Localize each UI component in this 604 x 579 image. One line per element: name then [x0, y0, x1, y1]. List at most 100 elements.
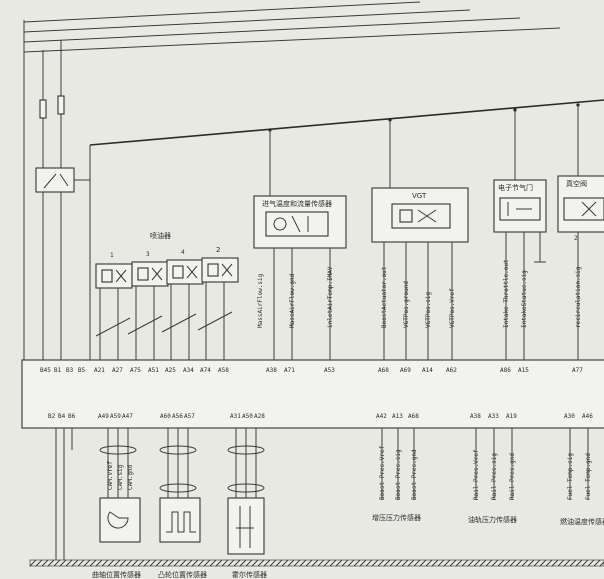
top-signal-labels: MassAirFlow.sig MassAirFlow.gnd inletAirTe…: [257, 259, 582, 328]
top-pin-label: A21: [94, 367, 105, 374]
injector-3: 3: [131, 251, 169, 287]
bottom-pin-label: B6: [68, 413, 76, 420]
top-signal-label: recirculation.sig: [575, 266, 582, 328]
bottom-pin-label: A46: [582, 413, 593, 420]
bottom-pin-label: A42: [376, 413, 387, 420]
hall-sensor: [227, 497, 265, 555]
top-pin-label: A38: [266, 367, 277, 374]
throttle-label: 电子节气门: [498, 183, 533, 192]
top-signal-label: VGTPos.ground: [403, 281, 410, 328]
top-signal-label: VGTPos.Vref: [449, 288, 456, 328]
top-pin-label: A27: [112, 367, 123, 374]
top-pin-label: B1: [54, 367, 62, 374]
cam-position-sensor: [159, 497, 201, 543]
ground-strip: [29, 559, 604, 567]
bottom-signal-label: CAM.gnd: [127, 464, 134, 490]
top-pin-label: A62: [446, 367, 457, 374]
top-pin-label: B3: [66, 367, 74, 374]
supply-bus: [89, 99, 604, 146]
bottom-signal-label: CAM.Vref: [107, 461, 114, 490]
power-rail-1: [23, 1, 421, 23]
top-pin-label: A34: [183, 367, 194, 374]
injector-wires: [95, 282, 233, 360]
top-pin-label: A51: [148, 367, 159, 374]
power-rail-3: [23, 17, 521, 43]
maf-sensor: 进气温度和流量传感器: [253, 195, 347, 360]
top-pin-label: A69: [400, 367, 411, 374]
bottom-pin-label: A60: [160, 413, 171, 420]
injector-4: 4: [166, 249, 204, 285]
bottom-pin-label: A13: [392, 413, 403, 420]
top-signal-label: VGTPos.sig: [425, 291, 432, 328]
top-signal-label: MassAirFlow.sig: [257, 273, 264, 328]
bottom-pin-label: A50: [242, 413, 253, 420]
fuel-temp-sensor-label: 燃油温度传感器: [560, 517, 604, 526]
electronic-throttle: 电子节气门: [493, 179, 547, 360]
shield-cam: [159, 445, 197, 455]
injector-1-number: 1: [110, 252, 114, 259]
bottom-pin-label: A56: [172, 413, 183, 420]
egr-valve-label: 真空阀: [566, 179, 587, 188]
main-relay: [35, 167, 75, 193]
power-rail-2: [23, 9, 471, 33]
power-rail-4: [23, 27, 561, 53]
shield-hall: [227, 445, 265, 455]
bottom-pin-label: B2: [48, 413, 56, 420]
top-pin-label: A71: [284, 367, 295, 374]
bottom-pin-label: A19: [506, 413, 517, 420]
top-pin-label: A15: [518, 367, 529, 374]
injector-1: 1: [95, 252, 133, 289]
top-pin-label: A74: [200, 367, 211, 374]
top-pin-label: A58: [218, 367, 229, 374]
top-pin-label: A86: [500, 367, 511, 374]
crank-position-sensor: [99, 497, 141, 543]
vgt-actuator: VGT: [371, 187, 469, 360]
boost-sensor-label: 增压压力传感器: [372, 513, 421, 522]
injector-4-number: 4: [181, 249, 185, 256]
top-signal-label: Intake Throttle.out: [503, 259, 510, 328]
vgt-label: VGT: [412, 192, 427, 200]
injector-2-number: 2: [216, 246, 220, 254]
top-signal-label: inletAirTemp.IMAV: [327, 266, 334, 328]
bottom-pin-label: A38: [470, 413, 481, 420]
bottom-pin-label: A57: [184, 413, 195, 420]
bottom-pin-label: A59: [110, 413, 121, 420]
bottom-pin-label: A33: [488, 413, 499, 420]
egr-pin-number: 2: [574, 235, 578, 242]
top-signal-label: BoostActuator.out: [381, 266, 388, 328]
top-pin-label: B5: [78, 367, 86, 374]
bottom-pin-label: A28: [254, 413, 265, 420]
maf-sensor-label: 进气温度和流量传感器: [262, 199, 332, 208]
top-pin-label: A14: [422, 367, 433, 374]
crank-sensor-label: 曲轴位置传感器: [92, 570, 141, 579]
bottom-pin-label: B4: [58, 413, 66, 420]
fuse-2: [57, 95, 65, 115]
bottom-pin-label: A30: [564, 413, 575, 420]
bottom-pin-label: A31: [230, 413, 241, 420]
ecu-connector: [21, 359, 604, 429]
top-pin-label: A25: [165, 367, 176, 374]
top-pin-label: A53: [324, 367, 335, 374]
egr-valve: 真空阀 2: [557, 175, 604, 360]
shield-crank: [99, 445, 137, 455]
injector-group-label: 喷油器: [150, 231, 171, 240]
top-pin-label: A77: [572, 367, 583, 374]
injector-2: 2: [201, 246, 239, 283]
bottom-signal-label: CAM.sig: [117, 464, 124, 490]
top-pin-label: B45: [40, 367, 51, 374]
top-pin-label: A68: [378, 367, 389, 374]
injector-3-number: 3: [146, 251, 150, 258]
top-signal-label: MassAirFlow.gnd: [289, 273, 296, 328]
fuse-1: [39, 99, 47, 119]
bottom-pin-label: A47: [122, 413, 133, 420]
cam-sensor-label: 凸轮位置传感器: [158, 570, 207, 579]
bottom-pin-label: A49: [98, 413, 109, 420]
rail-sensor-label: 油轨压力传感器: [468, 515, 517, 524]
bottom-wires: [55, 428, 589, 560]
top-signal-label: IntakeStatus.sig: [521, 270, 528, 328]
top-pin-label: A75: [130, 367, 141, 374]
